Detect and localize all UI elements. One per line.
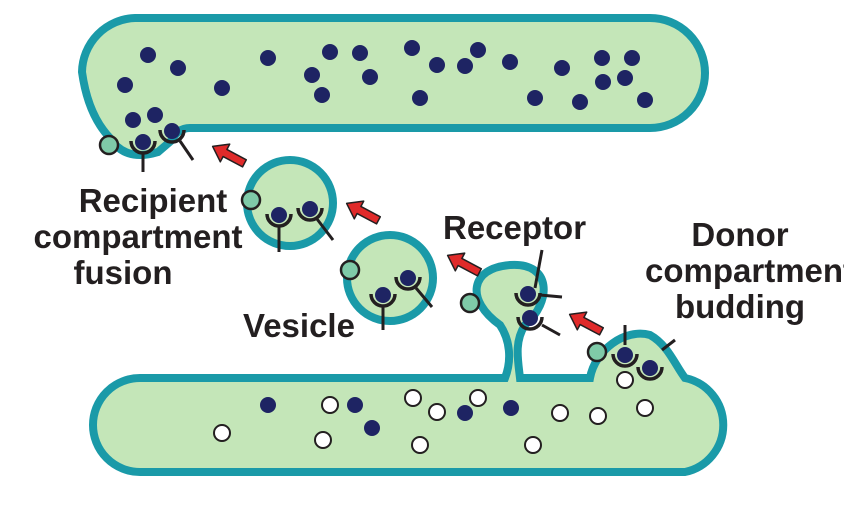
budding-vesicle-contents <box>459 284 563 337</box>
recipient-fusion-receptors <box>98 121 195 172</box>
donor-budding-contents <box>586 341 664 389</box>
vesicle-upper-contents <box>240 189 335 252</box>
donor-label-line1: Donor <box>691 216 789 253</box>
recipient-label: Recipient compartment fusion <box>33 182 248 291</box>
donor-cargo <box>213 389 654 454</box>
arrow-from-donor <box>568 311 605 336</box>
arrow-upper-vesicle <box>345 200 382 225</box>
recipient-label-line3: fusion <box>73 254 173 291</box>
donor-compartment <box>89 260 728 476</box>
recipient-label-line1: Recipient <box>78 182 228 219</box>
vesicle-lower-contents <box>339 259 434 330</box>
donor-pointer-lines <box>623 325 676 352</box>
donor-label-line2: compartment <box>645 252 844 289</box>
donor-label-line3: budding <box>674 288 806 325</box>
recipient-cargo <box>117 40 653 128</box>
vesicle-label: Vesicle <box>243 307 355 344</box>
transport-arrows <box>211 143 605 336</box>
receptor-pointer-lines <box>533 249 544 289</box>
arrow-to-recipient <box>211 143 248 168</box>
recipient-label-line2: compartment <box>33 218 243 255</box>
donor-label: Donor compartment budding <box>645 216 844 325</box>
arrow-lower-vesicle <box>446 252 483 277</box>
receptor-label: Receptor <box>443 209 587 246</box>
